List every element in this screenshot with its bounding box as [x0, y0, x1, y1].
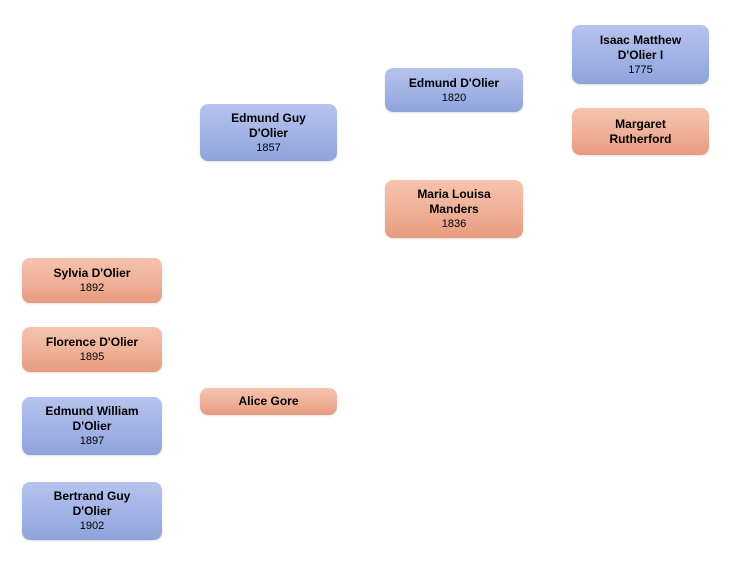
person-year: 1902 [79, 520, 105, 532]
person-node-edmund-dolier-1820[interactable]: Edmund D'Olier 1820 [385, 68, 523, 112]
person-node-alice-gore[interactable]: Alice Gore [200, 388, 337, 415]
person-name: Margaret Rutherford [609, 116, 672, 146]
person-name: Bertrand Guy D'Olier [53, 489, 131, 518]
person-node-margaret-rutherford[interactable]: Margaret Rutherford [572, 108, 709, 155]
person-name: Isaac Matthew D'Olier I [599, 32, 682, 62]
person-node-florence-dolier[interactable]: Florence D'Olier 1895 [22, 327, 162, 372]
person-year: 1836 [441, 218, 467, 230]
person-year: 1895 [79, 351, 105, 363]
person-name: Sylvia D'Olier [53, 266, 131, 280]
person-year: 1892 [79, 282, 105, 294]
person-node-maria-louisa-manders[interactable]: Maria Louisa Manders 1836 [385, 180, 523, 238]
person-node-edmund-guy-dolier[interactable]: Edmund Guy D'Olier 1857 [200, 104, 337, 161]
person-year: 1820 [441, 91, 467, 104]
person-node-isaac-matthew-dolier-i[interactable]: Isaac Matthew D'Olier I 1775 [572, 25, 709, 84]
person-name: Alice Gore [238, 394, 299, 408]
person-name: Maria Louisa Manders [417, 187, 491, 216]
person-name: Edmund D'Olier [408, 75, 500, 90]
person-year: 1897 [79, 435, 105, 447]
person-year: 1857 [256, 141, 281, 154]
person-year: 1775 [628, 63, 653, 76]
person-node-bertrand-guy-dolier[interactable]: Bertrand Guy D'Olier 1902 [22, 482, 162, 540]
person-name: Florence D'Olier [45, 335, 139, 349]
person-name: Edmund William D'Olier [45, 404, 139, 433]
person-node-sylvia-dolier[interactable]: Sylvia D'Olier 1892 [22, 258, 162, 303]
person-node-edmund-william-dolier[interactable]: Edmund William D'Olier 1897 [22, 397, 162, 455]
person-name: Edmund Guy D'Olier [231, 110, 306, 140]
